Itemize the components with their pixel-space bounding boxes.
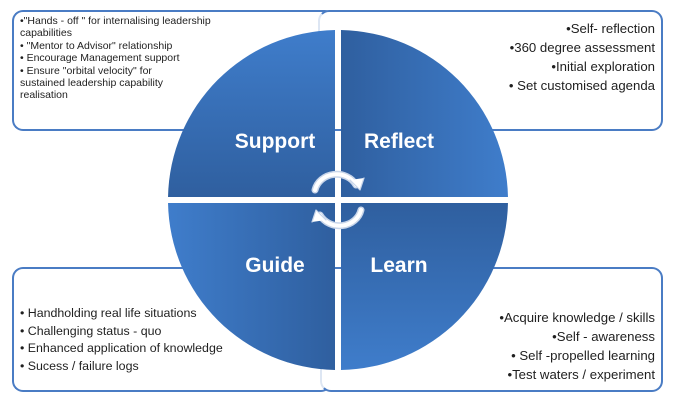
support-item: • Encourage Management support [20, 52, 180, 65]
reflect-item: •Self- reflection [566, 21, 655, 36]
learn-list: •Acquire knowledge / skills •Self - awar… [499, 308, 655, 384]
learn-item: •Self - awareness [552, 329, 655, 344]
guide-item: • Challenging status - quo [20, 323, 162, 338]
reflect-label: Reflect [364, 130, 434, 153]
guide-item: • Enhanced application of knowledge [20, 341, 223, 355]
arrow-top [311, 170, 365, 194]
support-label: Support [235, 130, 315, 153]
reflect-item: • Set customised agenda [508, 78, 655, 93]
learn-item: •Test waters / experiment [507, 367, 655, 382]
learn-label: Learn [370, 254, 427, 277]
arrow-bottom [311, 206, 365, 230]
support-item: • Ensure "orbital velocity" for sustaine… [20, 64, 164, 102]
guide-list: • Handholding real life situations • Cha… [20, 305, 223, 375]
reflect-item: •Initial exploration [551, 59, 655, 74]
cycle-arrows-icon [311, 170, 365, 230]
reflect-quadrant [341, 30, 508, 198]
learn-item: •Acquire knowledge / skills [499, 310, 655, 325]
guide-item: • Sucess / failure logs [20, 358, 139, 373]
learn-item: • Self -propelled learning [511, 348, 655, 363]
guide-label: Guide [245, 254, 305, 277]
support-item: • "Mentor to Advisor" relationship [20, 39, 173, 52]
support-list: •"Hands - off " for internalising leader… [20, 15, 260, 102]
support-item: •"Hands - off " for internalising leader… [20, 15, 211, 40]
learn-quadrant [341, 203, 508, 370]
guide-quadrant [168, 203, 335, 370]
support-quadrant [168, 30, 335, 198]
guide-item: • Handholding real life situations [20, 306, 197, 320]
reflect-item: •360 degree assessment [509, 40, 655, 55]
reflect-list: •Self- reflection •360 degree assessment… [509, 19, 655, 95]
